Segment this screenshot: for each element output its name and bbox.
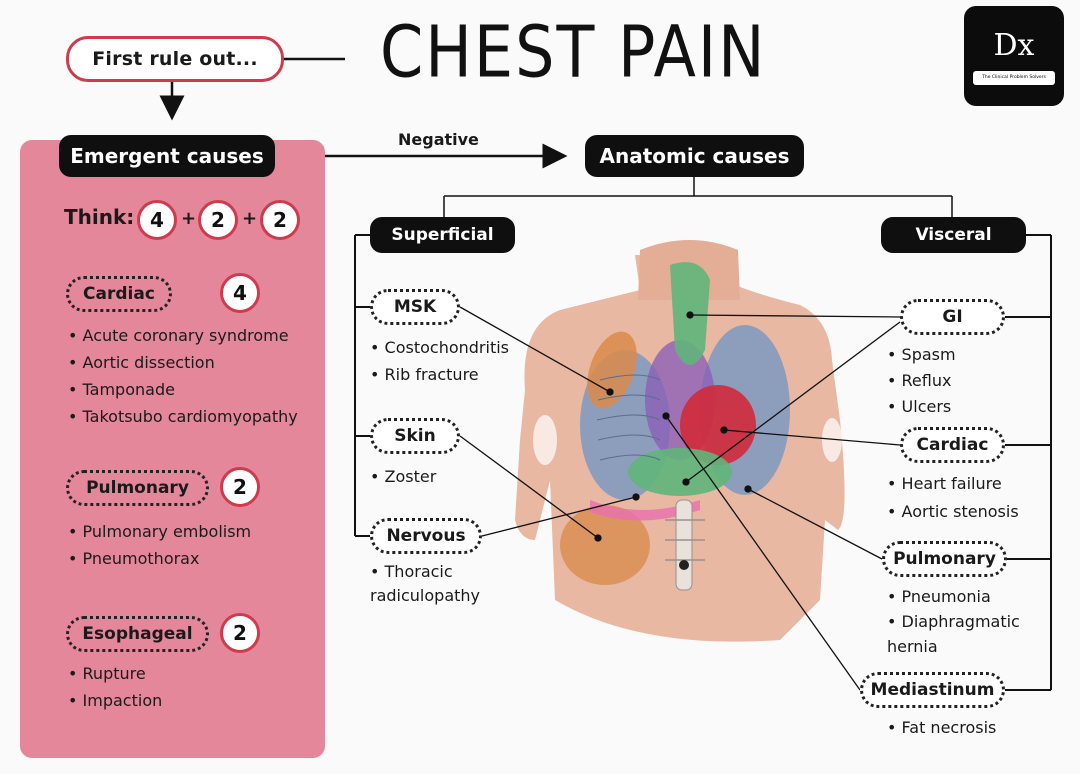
skin-list: Zoster bbox=[370, 463, 437, 490]
plus-sign-1: + bbox=[181, 208, 197, 229]
pulmonary-emergent-list: Pulmonary embolism Pneumothorax bbox=[68, 518, 252, 572]
list-item: Pulmonary embolism bbox=[68, 518, 252, 545]
list-item: Aortic stenosis bbox=[887, 498, 1019, 526]
mediastinum-label: Mediastinum bbox=[860, 672, 1005, 708]
list-item: Acute coronary syndrome bbox=[68, 322, 298, 349]
pulmonary-visceral-list: Pneumonia Diaphragmatic hernia bbox=[887, 584, 1037, 659]
logo-text: Dx bbox=[993, 28, 1035, 63]
list-item: Rib fracture bbox=[370, 361, 509, 388]
pulmonary-count: 2 bbox=[220, 467, 260, 507]
pulmonary-visceral-label: Pulmonary bbox=[882, 541, 1007, 577]
nervous-list: Thoracic radiculopathy bbox=[370, 560, 500, 608]
nervous-label: Nervous bbox=[370, 518, 482, 554]
logo-subtitle: The Clinical Problem Solvers bbox=[973, 71, 1055, 85]
heart-shape bbox=[680, 385, 756, 465]
visceral-label: Visceral bbox=[881, 217, 1026, 253]
list-item: Pneumothorax bbox=[68, 545, 251, 572]
left-lung-shape bbox=[700, 325, 790, 495]
cardiac-visceral-list: Heart failure Aortic stenosis bbox=[887, 470, 1019, 526]
skin-pointer bbox=[459, 435, 599, 539]
esophagus-shape bbox=[670, 262, 710, 365]
torso-icon bbox=[515, 240, 845, 642]
think-number-1: 4 bbox=[137, 200, 177, 240]
nervous-pointer bbox=[481, 496, 637, 537]
gi-label: GI bbox=[900, 299, 1005, 335]
list-item: Costochondritis bbox=[370, 334, 509, 361]
emergent-panel bbox=[20, 140, 325, 758]
skin-label: Skin bbox=[370, 418, 460, 454]
mediastinum-pointer bbox=[665, 415, 861, 691]
list-item: Reflux bbox=[887, 368, 956, 394]
list-item: Tamponade bbox=[68, 376, 298, 403]
list-item: Rupture bbox=[68, 660, 162, 687]
list-item: Diaphragmatic hernia bbox=[887, 609, 1037, 659]
plus-sign-2: + bbox=[242, 208, 258, 229]
think-number-2: 2 bbox=[198, 200, 238, 240]
pulmonary-pointer bbox=[747, 488, 883, 560]
superficial-label: Superficial bbox=[370, 217, 515, 253]
first-rule-out-box: First rule out... bbox=[66, 36, 284, 82]
cardiac-visceral-label: Cardiac bbox=[900, 427, 1005, 463]
cardiac-emergent-label: Cardiac bbox=[66, 276, 172, 312]
list-item: Heart failure bbox=[887, 470, 1019, 498]
emergent-causes-label: Emergent causes bbox=[59, 135, 275, 177]
torso-skin-shape bbox=[515, 255, 845, 642]
think-label: Think: bbox=[64, 205, 135, 229]
list-item: Pneumonia bbox=[887, 584, 1037, 609]
cardiac-emergent-list: Acute coronary syndrome Aortic dissectio… bbox=[68, 322, 298, 430]
cardiac-pointer bbox=[723, 429, 901, 446]
page-title: CHEST PAIN bbox=[380, 10, 767, 94]
list-item: Takotsubo cardiomyopathy bbox=[68, 403, 298, 430]
list-item: Zoster bbox=[370, 463, 437, 490]
list-item: Fat necrosis bbox=[887, 715, 997, 741]
list-item: Ulcers bbox=[887, 394, 956, 420]
esophageal-count: 2 bbox=[220, 613, 260, 653]
list-item: Spasm bbox=[887, 342, 956, 368]
msk-list: Costochondritis Rib fracture bbox=[370, 334, 509, 388]
list-item: Aortic dissection bbox=[68, 349, 298, 376]
gi-list: Spasm Reflux Ulcers bbox=[887, 342, 956, 420]
anatomic-causes-label: Anatomic causes bbox=[585, 135, 804, 177]
pulmonary-emergent-label: Pulmonary bbox=[66, 470, 209, 506]
gi-lower-pointer bbox=[685, 321, 901, 483]
negative-label: Negative bbox=[398, 130, 479, 149]
msk-label: MSK bbox=[370, 289, 460, 325]
cardiac-count: 4 bbox=[220, 273, 260, 313]
list-item: Thoracic radiculopathy bbox=[370, 560, 500, 608]
esophageal-emergent-list: Rupture Impaction bbox=[68, 660, 163, 714]
dx-logo: Dx The Clinical Problem Solvers bbox=[964, 6, 1064, 106]
mediastinum-list: Fat necrosis bbox=[887, 715, 997, 741]
list-item: Impaction bbox=[68, 687, 163, 714]
think-number-3: 2 bbox=[260, 200, 300, 240]
gi-pointer bbox=[689, 314, 901, 318]
esophageal-emergent-label: Esophageal bbox=[66, 616, 209, 652]
right-lung-shape bbox=[580, 350, 670, 500]
